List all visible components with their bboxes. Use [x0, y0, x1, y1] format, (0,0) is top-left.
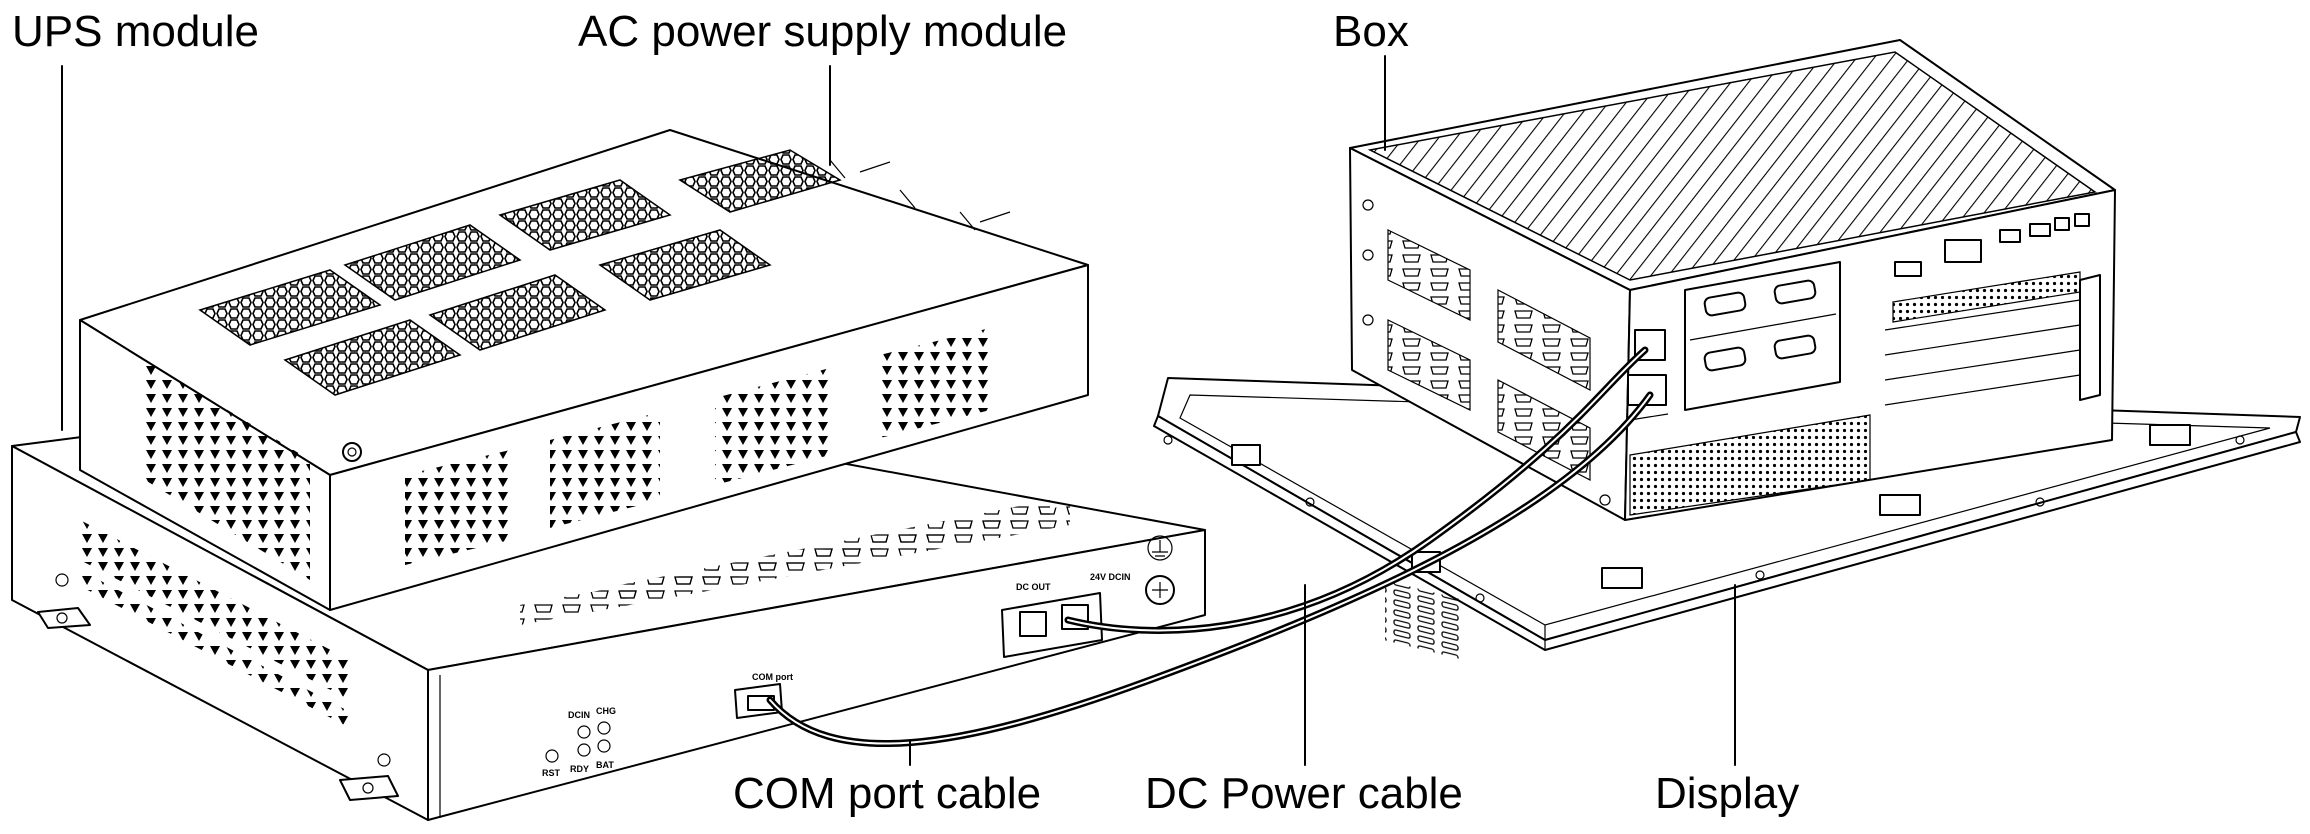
dc-out-label: DC OUT: [1016, 582, 1051, 592]
ups-com-port: COM port: [734, 672, 793, 719]
dc-power-cable: [1064, 346, 1649, 634]
ups-status-leds: DCIN CHG RST RDY BAT: [542, 706, 616, 778]
com-port-cable-label: COM port cable: [733, 769, 1041, 818]
display-mount-brackets: [1231, 424, 2191, 589]
dcin-24v-label: 24V DCIN: [1090, 572, 1131, 582]
ups-module-label: UPS module: [12, 7, 259, 56]
com-port-cable: [766, 391, 1654, 748]
display-screws: [1163, 435, 2245, 603]
rdy-led-label: RDY: [570, 764, 589, 774]
com-port-label: COM port: [752, 672, 793, 682]
leader-lines: [61, 55, 1736, 766]
ac-power-supply-module-label: AC power supply module: [578, 7, 1067, 56]
dc-power-cable-label: DC Power cable: [1145, 769, 1463, 818]
ups-dc-terminals: DC OUT 24V DCIN: [1001, 535, 1175, 658]
display-label: Display: [1655, 769, 1799, 818]
ac-power-supply-module: [79, 129, 1089, 611]
chg-led-label: CHG: [596, 706, 616, 716]
dcin-led-label: DCIN: [568, 710, 590, 720]
bat-led-label: BAT: [596, 760, 614, 770]
box-unit: [1349, 39, 2116, 661]
box-label: Box: [1333, 7, 1409, 56]
rst-label: RST: [542, 768, 561, 778]
